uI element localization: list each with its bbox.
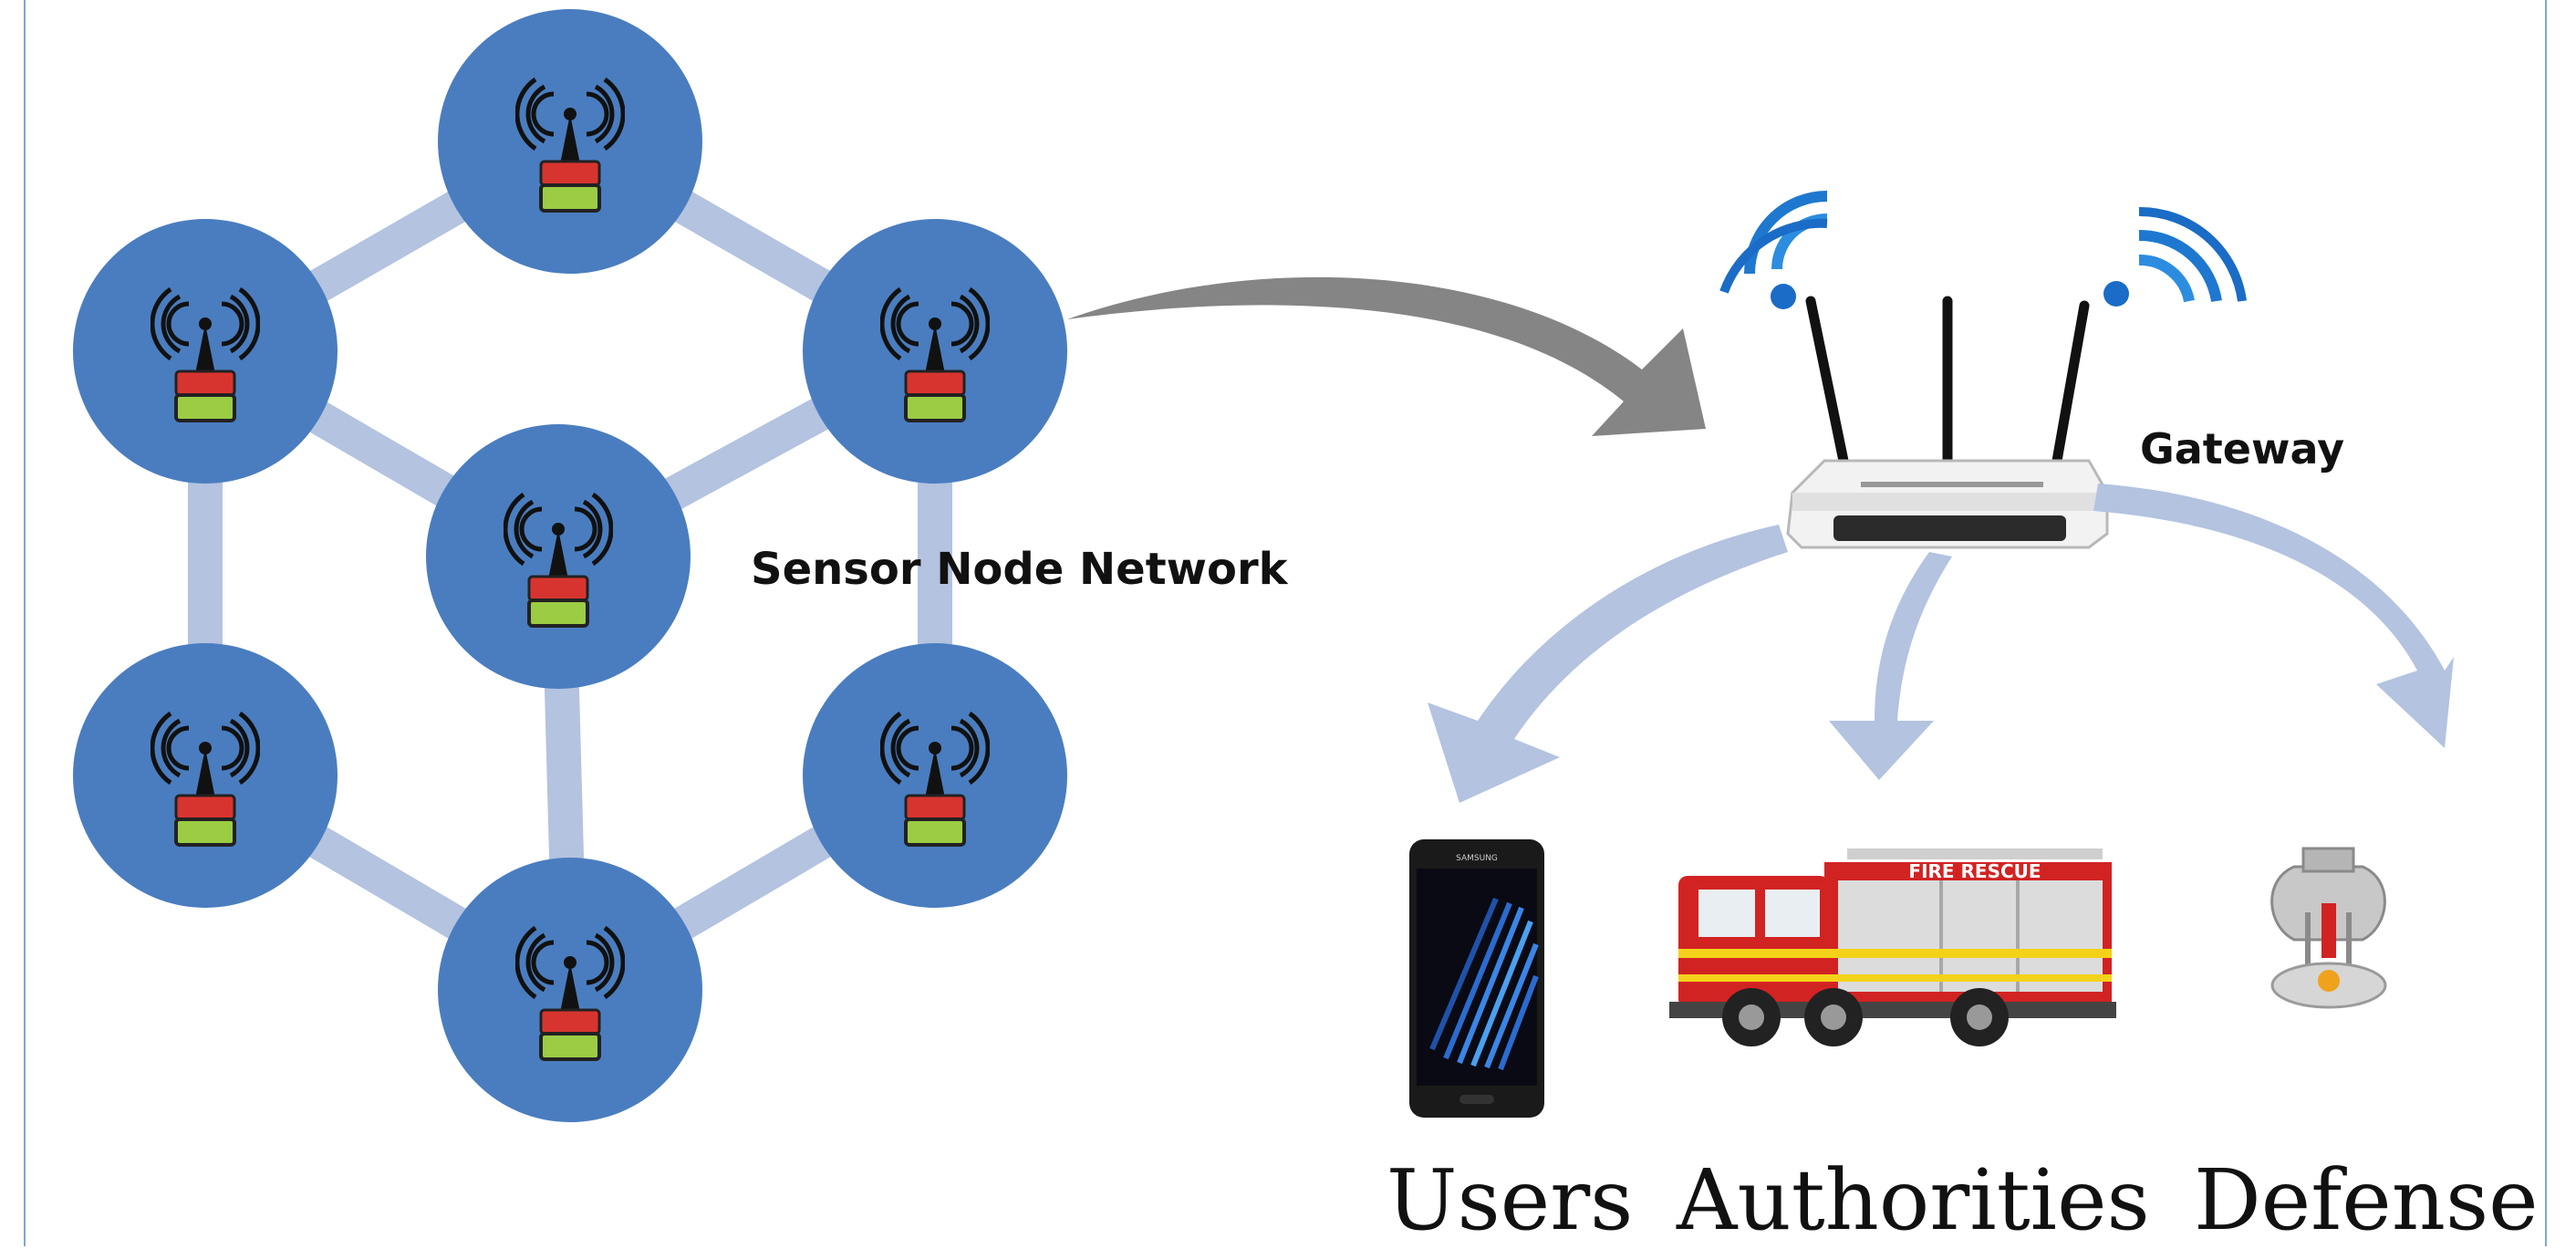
- phone-brand-text: SAMSUNG: [1456, 854, 1498, 863]
- wifi-signal-icon: [2103, 206, 2247, 307]
- sensor-node: [803, 643, 1067, 908]
- left-frame-border: [24, 0, 26, 1246]
- arrow-to-defense: [2093, 484, 2454, 748]
- destination-label-users: Users: [1387, 1151, 1634, 1249]
- arrow-to-users: [1428, 525, 1788, 803]
- sensor-nodes: [73, 9, 1067, 1122]
- fire-sprinkler-icon: [2270, 847, 2387, 1009]
- network-label: Sensor Node Network: [751, 544, 1289, 595]
- destination-label-defense: Defense: [2194, 1151, 2539, 1249]
- network-to-gateway-arrow: [1067, 276, 1706, 436]
- sensor-node: [438, 9, 702, 274]
- wifi-signal-icon: [1719, 191, 1828, 309]
- fire-truck-text: FIRE RESCUE: [1908, 860, 2041, 882]
- fire-truck-icon: FIRE RESCUE: [1669, 848, 2116, 1046]
- sensor-node: [73, 643, 338, 908]
- sensor-node: [426, 424, 691, 689]
- gateway-to-destination-arrows: [1428, 484, 2454, 803]
- sensor-node: [803, 219, 1067, 484]
- smartphone-icon: SAMSUNG: [1409, 839, 1544, 1118]
- gateway-router: [1719, 191, 2247, 549]
- sensor-node: [73, 219, 338, 484]
- gateway-label: Gateway: [2140, 424, 2344, 474]
- right-frame-border: [2545, 0, 2547, 1246]
- sensor-node: [438, 858, 702, 1122]
- arrow-to-authorities: [1829, 552, 1952, 780]
- destination-label-authorities: Authorities: [1677, 1151, 2150, 1249]
